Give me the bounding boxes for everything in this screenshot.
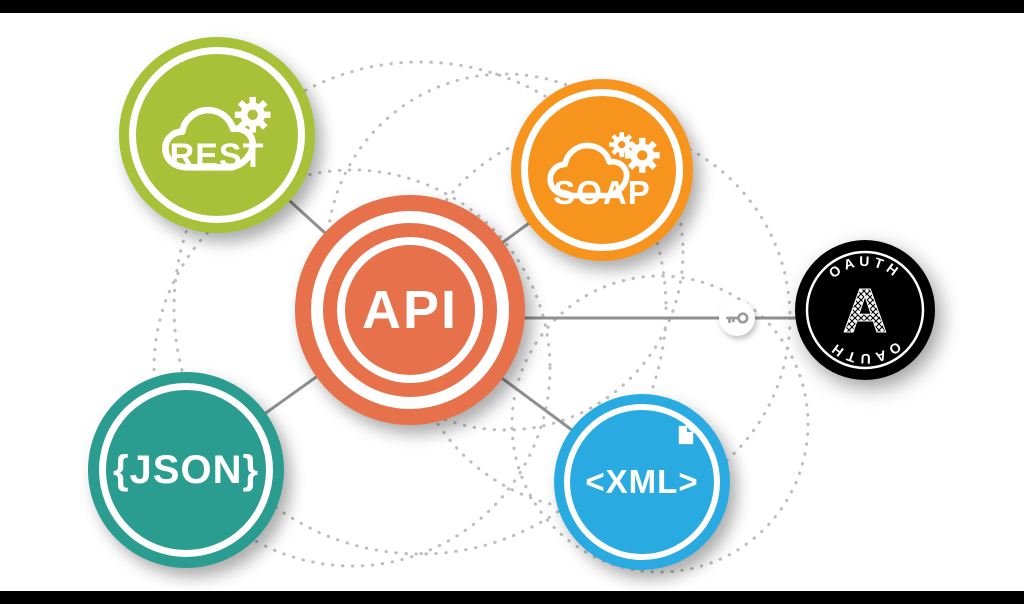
oauth-ring: [805, 250, 925, 370]
key-icon: [726, 312, 749, 324]
rest-node: REST: [119, 37, 315, 233]
rest-label: REST: [169, 137, 265, 175]
letterbox-top: [0, 0, 1024, 13]
gear-small-icon: [609, 132, 635, 158]
letterbox-bottom: [0, 591, 1024, 604]
oauth-monogram: A: [843, 277, 888, 346]
api-inner-ring: [337, 237, 483, 383]
gear-large-icon: [624, 137, 660, 173]
folded-page-icon: [678, 424, 695, 445]
xml-label: <XML>: [585, 463, 699, 500]
dotted-orbit-circle: [510, 274, 810, 574]
soap-inner-ring: [521, 89, 683, 251]
key-bubble: [719, 300, 755, 336]
api-label: API: [361, 280, 459, 340]
json-node: {JSON}: [88, 372, 284, 568]
cloud-outline: [162, 106, 256, 171]
soap-node: SOAP: [511, 79, 693, 261]
cloud-outline: [547, 142, 630, 199]
dotted-orbit-circle: [152, 168, 552, 568]
json-inner-ring: [99, 383, 273, 557]
rest-inner-ring: [129, 47, 305, 223]
api-node: API: [295, 195, 525, 425]
xml-inner-ring: [564, 404, 720, 560]
cloud-gear-icon: [162, 96, 271, 171]
dotted-orbit-circle: [172, 60, 668, 556]
oauth-badge: OAUTH OAUTH A: [795, 240, 935, 380]
xml-node: <XML>: [554, 394, 730, 570]
cloud-gears-icon: [547, 132, 660, 199]
oauth-disc: [795, 240, 935, 380]
soap-label: SOAP: [553, 174, 651, 211]
gear-icon: [234, 96, 271, 133]
json-label: {JSON}: [112, 447, 260, 492]
